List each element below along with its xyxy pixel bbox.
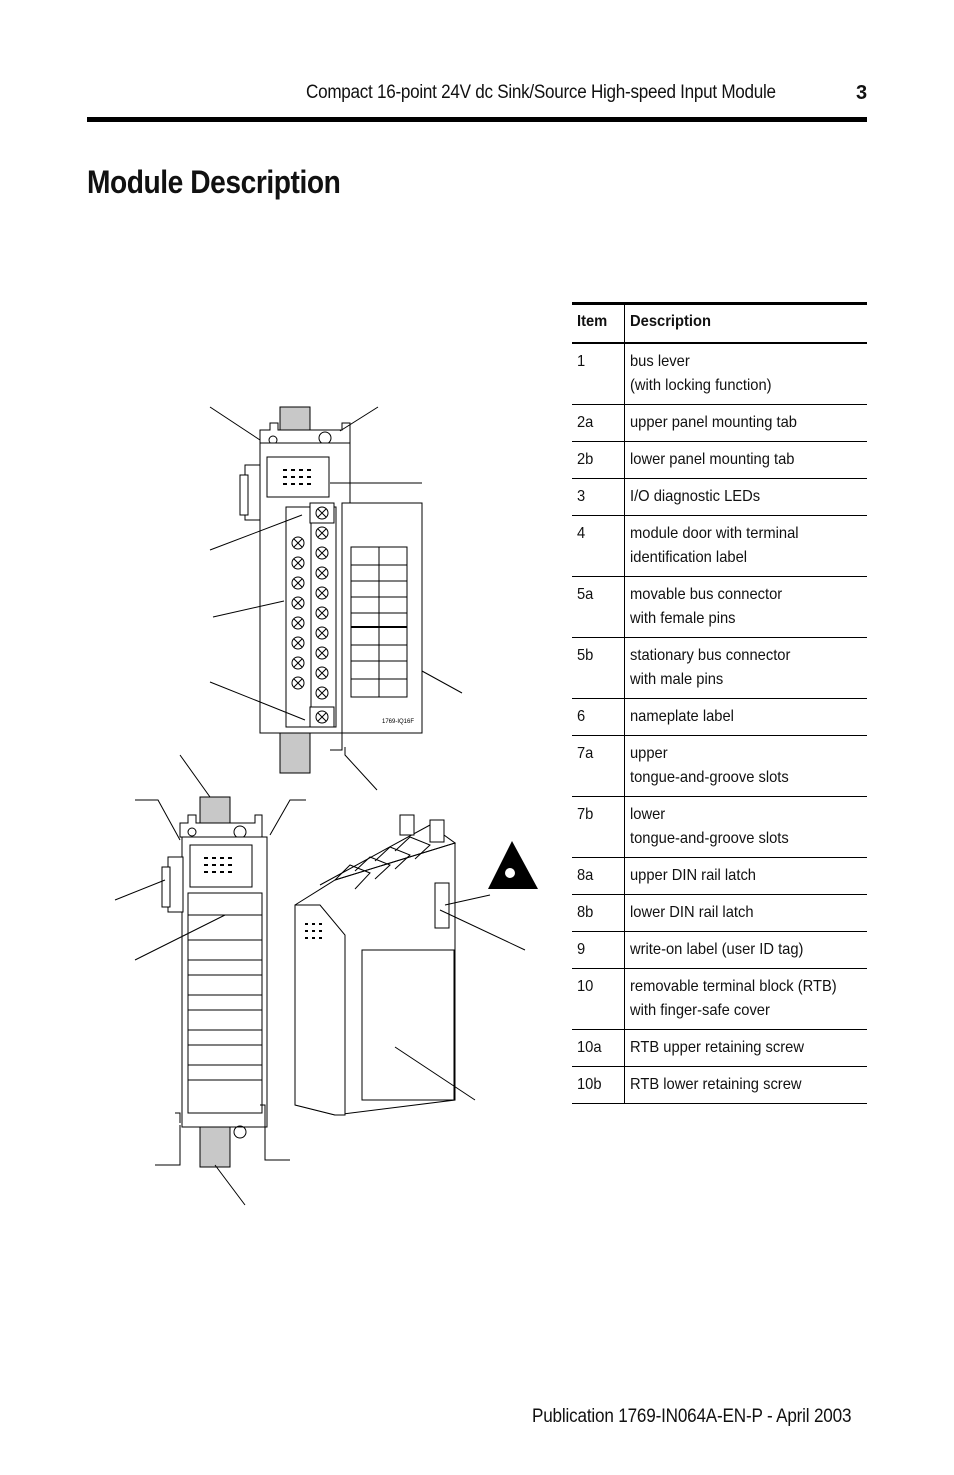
item-cell: 2b xyxy=(572,441,625,479)
item-cell: 8a xyxy=(572,857,625,895)
item-cell: 8b xyxy=(572,894,625,932)
item-cell: 6 xyxy=(572,698,625,736)
column-header-description: Description xyxy=(624,303,867,344)
description-cell: I/O diagnostic LEDs xyxy=(624,478,867,516)
description-cell: lower panel mounting tab xyxy=(624,441,867,479)
item-cell: 3 xyxy=(572,478,625,516)
footer-publication: Publication 1769-IN064A-EN-P - April 200… xyxy=(532,1406,852,1427)
item-cell: 7a xyxy=(572,735,625,797)
diagram-label: 1769-IQ16F xyxy=(382,719,414,725)
header-rule xyxy=(87,117,867,122)
item-cell: 1 xyxy=(572,343,625,405)
item-cell: 10 xyxy=(572,968,625,1030)
item-cell: 7b xyxy=(572,796,625,858)
description-cell: write-on label (user ID tag) xyxy=(624,931,867,969)
description-cell: nameplate label xyxy=(624,698,867,736)
esd-warning-icon xyxy=(488,841,538,889)
item-cell: 9 xyxy=(572,931,625,969)
module-front-view: 1769-IQ16F xyxy=(209,406,463,791)
column-header-item: Item xyxy=(572,303,625,344)
module-side-view xyxy=(114,754,306,1206)
module-diagram: 1769-IQ16F xyxy=(114,406,538,1206)
item-cell: 10b xyxy=(572,1066,625,1104)
item-cell: 2a xyxy=(572,404,625,442)
description-cell: bus lever(with locking function) xyxy=(624,343,867,405)
description-cell: removable terminal block (RTB)with finge… xyxy=(624,968,867,1030)
item-cell: 5b xyxy=(572,637,625,699)
section-title: Module Description xyxy=(87,164,341,200)
table-header-row: Item Description xyxy=(572,303,867,344)
item-cell: 5a xyxy=(572,576,625,638)
header-title: Compact 16-point 24V dc Sink/Source High… xyxy=(306,82,776,103)
item-cell: 10a xyxy=(572,1029,625,1067)
description-cell: upper DIN rail latch xyxy=(624,857,867,895)
description-cell: lower DIN rail latch xyxy=(624,894,867,932)
item-cell: 4 xyxy=(572,515,625,577)
description-cell: RTB lower retaining screw xyxy=(624,1066,867,1104)
page-number: 3 xyxy=(856,82,868,104)
terminal-screws xyxy=(291,506,329,724)
description-cell: RTB upper retaining screw xyxy=(624,1029,867,1067)
module-perspective-view xyxy=(294,814,526,1116)
description-cell: upper panel mounting tab xyxy=(624,404,867,442)
